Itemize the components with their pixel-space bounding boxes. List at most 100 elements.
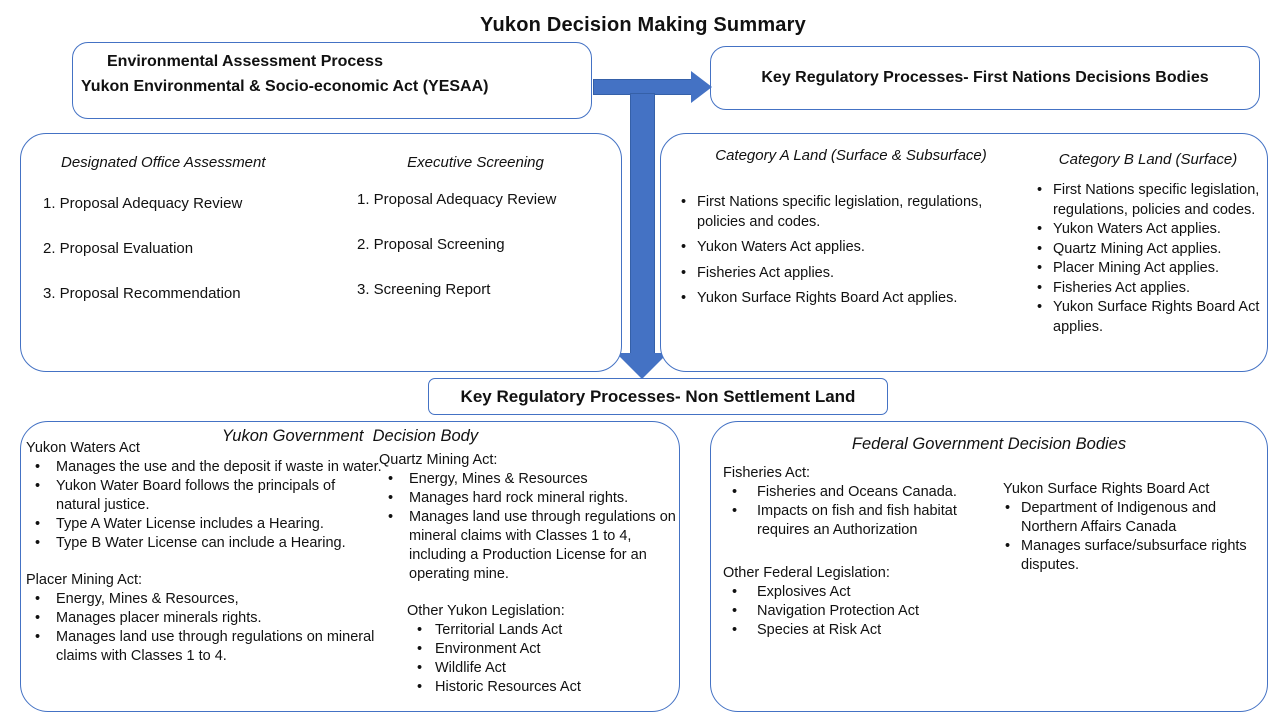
list-item: •First Nations specific legislation, reg… [675, 193, 1027, 232]
list-item: •Quartz Mining Act applies. [1033, 240, 1263, 260]
list-item: •First Nations specific legislation, reg… [1033, 181, 1263, 220]
list-item: •Manages hard rock mineral rights. [379, 489, 691, 508]
bullet-icon: • [35, 478, 41, 494]
bullet-icon: • [388, 509, 394, 525]
list-item: •Fisheries and Oceans Canada. [723, 483, 1003, 502]
bullet-icon: • [417, 622, 423, 638]
placer-mining-heading: Placer Mining Act: [26, 572, 143, 588]
category-a-column: Category A Land (Surface & Subsurface) •… [675, 147, 1027, 315]
quartz-mining-column: Quartz Mining Act: •Energy, Mines & Reso… [379, 451, 691, 697]
list-item: •Territorial Lands Act [417, 622, 563, 638]
eap-line1: Environmental Assessment Process [107, 53, 383, 70]
list-item: •Environment Act [417, 641, 541, 657]
list-item: •Yukon Waters Act applies. [675, 238, 1027, 258]
list-item: •Energy, Mines & Resources [379, 470, 691, 489]
environmental-assessment-box: Environmental Assessment Process Yukon E… [72, 42, 592, 119]
other-yukon-heading: Other Yukon Legislation: [407, 603, 565, 619]
category-a-heading: Category A Land (Surface & Subsurface) [715, 147, 987, 164]
bullet-icon: • [35, 535, 41, 551]
list-item: •Navigation Protection Act [723, 602, 1003, 621]
bullet-icon: • [732, 484, 738, 500]
fisheries-heading: Fisheries Act: [723, 465, 811, 481]
list-item: •Department of Indigenous and Northern A… [1005, 500, 1217, 535]
list-item: •Manages surface/subsurface rights dispu… [1005, 538, 1247, 573]
yukon-government-box: Yukon Government Decision Body Yukon Wat… [20, 421, 680, 712]
bullet-icon: • [732, 503, 738, 519]
bullet-icon: • [1037, 299, 1043, 315]
list-item: •Energy, Mines & Resources, [26, 590, 382, 609]
bullet-icon: • [681, 290, 687, 306]
list-item: •Yukon Waters Act applies. [1033, 220, 1263, 240]
designated-office-column: Designated Office Assessment 1. Proposal… [43, 154, 333, 330]
list-item: •Manages placer minerals rights. [26, 609, 382, 628]
list-item: •Yukon Water Board follows the principal… [26, 477, 382, 515]
executive-screening-heading: Executive Screening [407, 154, 544, 171]
bullet-icon: • [35, 610, 41, 626]
designated-office-heading: Designated Office Assessment [61, 154, 266, 171]
list-item: •Explosives Act [723, 583, 1003, 602]
list-item: •Fisheries Act applies. [675, 264, 1027, 284]
bullet-icon: • [1037, 182, 1043, 198]
list-item: •Wildlife Act [417, 660, 506, 676]
bullet-icon: • [35, 629, 41, 645]
bullet-icon: • [681, 194, 687, 210]
yukon-waters-column: Yukon Waters Act •Manages the use and th… [26, 439, 382, 666]
bullet-icon: • [732, 622, 738, 638]
bullet-icon: • [732, 603, 738, 619]
list-item: •Type B Water License can include a Hear… [26, 534, 382, 553]
list-item: •Placer Mining Act applies. [1033, 259, 1263, 279]
list-item: 3. Screening Report [357, 281, 491, 298]
bullet-icon: • [417, 679, 423, 695]
bullet-icon: • [35, 516, 41, 532]
federal-government-title: Federal Government Decision Bodies [851, 435, 1127, 453]
list-item: •Manages land use through regulations on… [379, 508, 691, 584]
category-b-heading: Category B Land (Surface) [1058, 151, 1238, 168]
yukon-waters-heading: Yukon Waters Act [26, 440, 140, 456]
flow-arrow-right-head [691, 71, 712, 103]
bullet-icon: • [681, 264, 687, 281]
bullet-icon: • [1037, 221, 1043, 237]
category-lands-box: Category A Land (Surface & Subsurface) •… [660, 133, 1268, 372]
bullet-icon: • [732, 584, 738, 600]
executive-screening-column: Executive Screening 1. Proposal Adequacy… [343, 154, 608, 326]
bullet-icon: • [1005, 538, 1011, 554]
list-item: 1. Proposal Adequacy Review [357, 191, 557, 208]
list-item: •Yukon Surface Rights Board Act applies. [1033, 298, 1263, 337]
list-item: •Type A Water License includes a Hearing… [26, 515, 382, 534]
list-item: •Historic Resources Act [417, 679, 581, 695]
list-item: 3. Proposal Recommendation [43, 285, 241, 302]
fisheries-column: Fisheries Act: •Fisheries and Oceans Can… [723, 464, 1003, 640]
list-item: 2. Proposal Evaluation [43, 240, 194, 257]
list-item: •Species at Risk Act [723, 621, 1003, 640]
list-item: •Impacts on fish and fish habitat requir… [723, 502, 1003, 540]
bullet-icon: • [388, 471, 394, 487]
list-item: 1. Proposal Adequacy Review [43, 195, 243, 212]
list-item: •Manages land use through regulations on… [26, 628, 382, 666]
quartz-mining-heading: Quartz Mining Act: [379, 452, 498, 468]
bullet-icon: • [417, 641, 423, 657]
federal-government-box: Federal Government Decision Bodies Fishe… [710, 421, 1268, 712]
bullet-icon: • [1005, 500, 1011, 516]
bullet-icon: • [417, 660, 423, 676]
assessment-steps-box: Designated Office Assessment 1. Proposal… [20, 133, 622, 372]
non-settlement-header-box: Key Regulatory Processes- Non Settlement… [428, 378, 888, 415]
list-item: •Fisheries Act applies. [1033, 279, 1263, 299]
flow-arrow-down-shaft [630, 93, 655, 354]
bullet-icon: • [388, 490, 394, 506]
bullet-icon: • [1037, 260, 1043, 276]
page-title: Yukon Decision Making Summary [480, 14, 806, 36]
surface-rights-heading: Yukon Surface Rights Board Act [1003, 481, 1210, 497]
bullet-icon: • [681, 239, 687, 255]
first-nations-header-box: Key Regulatory Processes- First Nations … [710, 46, 1260, 110]
list-item: •Yukon Surface Rights Board Act applies. [675, 289, 1027, 309]
flow-arrow-down-head [616, 353, 668, 379]
list-item: •Manages the use and the deposit if wast… [26, 458, 382, 477]
bullet-icon: • [1037, 240, 1043, 257]
bullet-icon: • [35, 459, 41, 475]
list-item: 2. Proposal Screening [357, 236, 505, 253]
eap-line2: Yukon Environmental & Socio-economic Act… [81, 78, 489, 95]
bullet-icon: • [35, 591, 41, 607]
bullet-icon: • [1037, 279, 1043, 296]
surface-rights-column: Yukon Surface Rights Board Act •Departme… [1003, 480, 1259, 575]
